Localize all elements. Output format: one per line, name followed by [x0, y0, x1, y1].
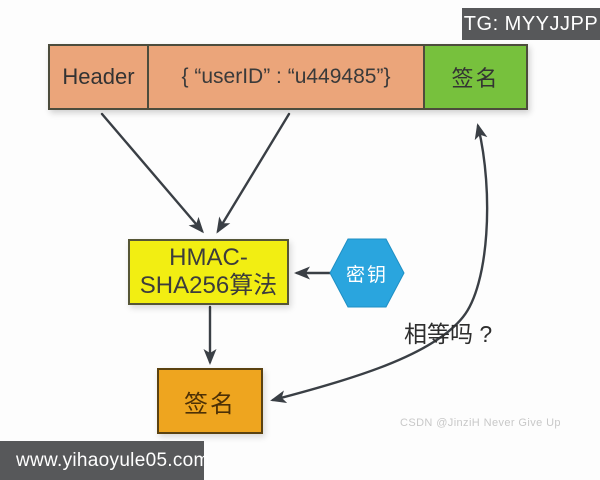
token-segment-header: Header — [50, 46, 147, 108]
token-bar: Header { “userID” : “u449485”} 签名 — [48, 44, 528, 110]
token-segment-signature: 签名 — [423, 46, 526, 108]
result-signature-box: 签名 — [157, 368, 263, 434]
hmac-box-line1: HMAC- — [169, 244, 248, 271]
compare-question-label: 相等吗 ? — [404, 321, 493, 347]
hmac-box-line2: SHA256算法 — [139, 272, 278, 299]
site-url-bar: www.yihaoyule05.com — [0, 441, 209, 480]
arrow-header-to-hmac — [100, 112, 204, 234]
arrow-payload-to-hmac — [216, 112, 291, 234]
hmac-algorithm-box: HMAC- SHA256算法 — [128, 239, 289, 305]
csdn-watermark: CSDN @JinziH Never Give Up — [400, 417, 561, 429]
token-segment-payload: { “userID” : “u449485”} — [147, 46, 423, 108]
secret-key-label: 密钥 — [345, 264, 388, 286]
tg-badge: TG: MYYJJPP — [462, 8, 600, 40]
